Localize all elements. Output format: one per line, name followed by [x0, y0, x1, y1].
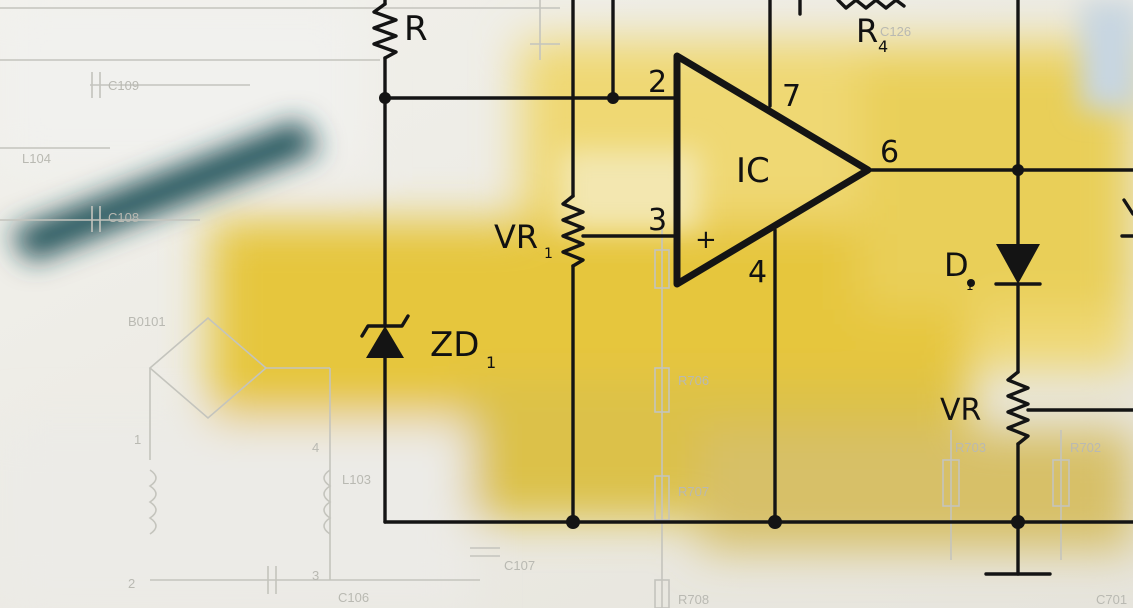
- junction-dot: [607, 92, 619, 104]
- label-b0101: B0101: [128, 314, 166, 329]
- junction-dot: [379, 92, 391, 104]
- label-pin-3: 3: [648, 203, 667, 238]
- label-c106: C106: [338, 590, 369, 605]
- label-r703: R703: [955, 440, 986, 455]
- label-r: R: [404, 9, 428, 49]
- diode-d1-icon: [996, 244, 1040, 284]
- resistor-r: [372, 2, 398, 60]
- label-r706: R706: [678, 373, 709, 388]
- faint-background-labels: C109 C108 L104 C126 B0101 L103 C107 C106…: [22, 24, 1127, 607]
- label-vr1-sub: 1: [544, 246, 553, 262]
- label-pin-6: 6: [880, 135, 899, 170]
- label-l103: L103: [342, 472, 371, 487]
- label-l104: L104: [22, 151, 51, 166]
- label-n1: 1: [134, 432, 141, 447]
- zener-diode-icon: [366, 326, 404, 358]
- label-c701: C701: [1096, 592, 1127, 607]
- schematic-labels: R R 4 2 3 4 6 7 IC + VR 1 ZD 1 D 1 VR: [404, 9, 981, 428]
- label-pin-7: 7: [782, 79, 801, 114]
- op-amp-triangle: [673, 52, 872, 288]
- label-vr-right: VR: [940, 393, 981, 428]
- label-vr1: VR: [494, 218, 538, 256]
- junction-dot: [967, 279, 975, 287]
- label-d1: D: [944, 246, 969, 284]
- label-n4: 4: [312, 440, 319, 455]
- label-d1-sub: 1: [966, 279, 974, 293]
- faint-background-schematic: [0, 0, 1070, 608]
- label-ic: IC: [736, 151, 770, 191]
- label-r702: R702: [1070, 440, 1101, 455]
- label-zd1-sub: 1: [486, 353, 496, 372]
- junction-dot: [566, 515, 580, 529]
- label-r707: R707: [678, 484, 709, 499]
- label-c107: C107: [504, 558, 535, 573]
- label-c108: C108: [108, 210, 139, 225]
- label-r708: R708: [678, 592, 709, 607]
- junction-dot: [1011, 515, 1025, 529]
- potentiometer-vr-right: [1006, 370, 1030, 446]
- junction-dots: [379, 92, 1025, 529]
- label-r4-sub: 4: [878, 37, 888, 56]
- label-plus: +: [695, 225, 717, 255]
- label-pin-2: 2: [648, 65, 667, 100]
- label-c126: C126: [880, 24, 911, 39]
- label-c109: C109: [108, 78, 139, 93]
- label-n3: 3: [312, 568, 319, 583]
- label-n2: 2: [128, 576, 135, 591]
- junction-dot: [1012, 164, 1024, 176]
- label-pin-4: 4: [748, 255, 767, 290]
- label-zd1: ZD: [430, 325, 479, 365]
- junction-dot: [768, 515, 782, 529]
- label-r4: R: [856, 12, 878, 50]
- potentiometer-vr1: [561, 194, 585, 268]
